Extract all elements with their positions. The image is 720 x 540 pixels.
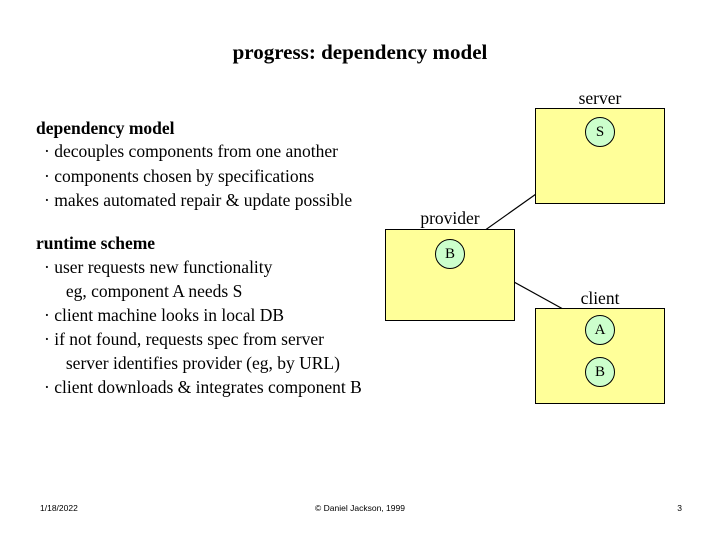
page-title: progress: dependency model [232,40,488,64]
runtime-scheme-line-5: server identifies provider (eg, by URL) [44,353,340,373]
server-box-label: server [578,88,622,108]
runtime-scheme-heading: runtime scheme [36,233,156,253]
footer-date: 1/18/2022 [40,503,78,513]
dependency-model-line-1: · decouples components from one another [44,141,339,161]
footer-page-number: 3 [677,503,682,513]
server-node-s: S [585,117,615,147]
footer-copyright: © Daniel Jackson, 1999 [315,503,405,513]
client-node-a: A [585,315,615,345]
dependency-model-heading: dependency model [36,118,175,138]
client-node-b: B [585,357,615,387]
client-node-b-label: B [594,363,605,380]
provider-box-label: provider [420,208,480,228]
runtime-scheme-line-1: · user requests new functionality [44,257,273,277]
server-node-s-label: S [595,123,605,140]
provider-node-b-label: B [444,245,455,262]
client-node-a-label: A [594,321,606,338]
client-box-label: client [580,288,620,308]
runtime-scheme-line-3: · client machine looks in local DB [44,305,285,325]
dependency-model-line-2: · components chosen by specifications [44,166,315,186]
runtime-scheme-line-4: · if not found, requests spec from serve… [44,329,324,349]
provider-node-b: B [435,239,465,269]
runtime-scheme-line-6: · client downloads & integrates componen… [44,377,362,397]
provider-box [385,229,515,321]
runtime-scheme-line-2: eg, component A needs S [44,281,243,301]
dependency-model-line-3: · makes automated repair & update possib… [44,190,353,210]
